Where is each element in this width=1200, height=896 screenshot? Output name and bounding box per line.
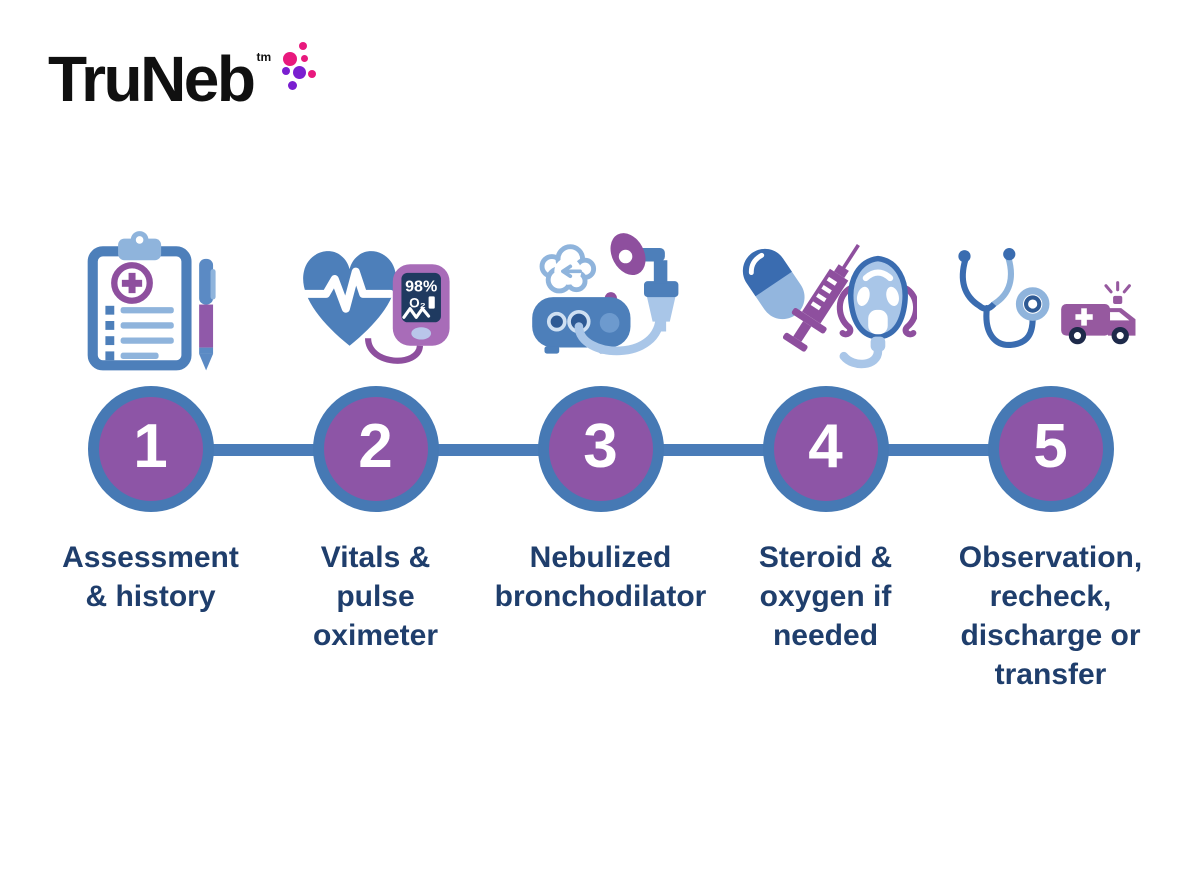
step-2-label: Vitals & pulse oximeter <box>312 541 439 652</box>
step-4-label: Steroid & oxygen if needed <box>758 541 893 652</box>
step-4-number: 4 <box>808 412 843 481</box>
step-5-number: 5 <box>1033 412 1068 481</box>
stethoscope-ambulance-icon <box>957 248 1135 348</box>
step-1-label: Assessment & history <box>62 541 239 613</box>
step-5-circle: 5 <box>987 386 1114 512</box>
step-2-number: 2 <box>358 412 393 481</box>
step-5-observation: 5 Observation, recheck, discharge or tra… <box>938 222 1163 694</box>
step-3-circle: 3 <box>537 386 664 512</box>
step-4-steroid-oxygen: 4 Steroid & oxygen if needed <box>713 222 938 655</box>
step-3-nebulizer: 3 Nebulized bronchodilator <box>488 222 713 616</box>
heart-pulse-oximeter-icon: 98% O₂ <box>297 250 450 364</box>
step-3-number: 3 <box>583 412 618 481</box>
oximeter-reading: 98% <box>405 277 437 295</box>
step-4-circle: 4 <box>762 386 889 512</box>
step-1-number: 1 <box>133 412 168 481</box>
oximeter-oxygen-label: O₂ <box>409 295 426 310</box>
brand-name: TruNeb <box>48 43 256 115</box>
step-1-circle: 1 <box>87 386 214 512</box>
step-1-assessment: 1 Assessment & history <box>38 222 263 616</box>
step-2-circle: 2 <box>312 386 439 512</box>
step-2-vitals: 98% O₂ 2 Vitals & pulse oximeter <box>263 222 488 655</box>
nebulizer-mask-icon <box>531 233 678 356</box>
trademark-symbol: tm <box>256 49 272 64</box>
clipboard-pen-icon <box>87 231 216 371</box>
step-5-label: Observation, recheck, discharge or trans… <box>958 541 1143 691</box>
step-3-label: Nebulized bronchodilator <box>494 541 707 613</box>
pill-syringe-oxygen-mask-icon <box>742 243 917 368</box>
